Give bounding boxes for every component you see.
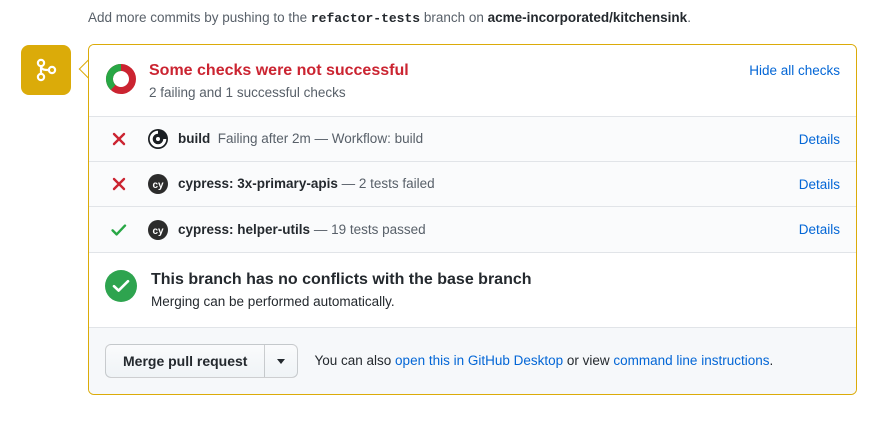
merge-note-middle: or view: [563, 353, 614, 368]
check-row-text: cypress: 3x-primary-apis — 2 tests faile…: [178, 175, 787, 193]
check-description: Failing after 2m — Workflow: build: [217, 131, 424, 146]
cypress-avatar: cy: [148, 174, 168, 194]
check-icon: [111, 223, 127, 237]
commit-hint: Add more commits by pushing to the refac…: [88, 8, 691, 29]
checks-list: build Failing after 2m — Workflow: build…: [89, 116, 856, 252]
merge-pull-request-button[interactable]: Merge pull request: [105, 344, 265, 378]
github-actions-avatar: [148, 129, 168, 149]
details-link[interactable]: Details: [798, 131, 840, 147]
command-line-instructions-link[interactable]: command line instructions: [613, 353, 770, 368]
details-link[interactable]: Details: [798, 222, 840, 237]
hide-all-checks-link[interactable]: Hide all checks: [749, 63, 840, 78]
check-circle-icon: [105, 270, 137, 302]
chevron-down-icon: [277, 358, 286, 364]
merge-footer: Merge pull request You can also open thi…: [89, 327, 856, 394]
check-name: build: [178, 131, 211, 146]
merge-conflict-section: This branch has no conflicts with the ba…: [89, 252, 856, 327]
branch-name: refactor-tests: [310, 11, 421, 26]
check-description: — 2 tests failed: [341, 176, 435, 191]
checks-header: Some checks were not successful 2 failin…: [89, 45, 856, 116]
checks-subtitle: 2 failing and 1 successful checks: [149, 85, 346, 100]
cypress-avatar: cy: [148, 219, 168, 240]
merge-note-prefix: You can also: [314, 353, 396, 368]
svg-text:cy: cy: [152, 180, 164, 191]
merge-status-box: Some checks were not successful 2 failin…: [88, 44, 857, 395]
merge-help-note: You can also open this in GitHub Desktop…: [314, 352, 773, 370]
commit-hint-prefix: Add more commits by pushing to the: [88, 10, 311, 25]
merge-button-group: Merge pull request: [105, 344, 299, 378]
check-description: — 19 tests passed: [313, 221, 426, 237]
x-icon: [111, 132, 127, 146]
table-row[interactable]: cy cypress: 3x-primary-apis — 2 tests fa…: [89, 162, 856, 207]
git-branch-icon: [35, 58, 57, 82]
commit-hint-suffix: .: [687, 10, 691, 25]
open-in-github-desktop-link[interactable]: open this in GitHub Desktop: [395, 353, 564, 368]
x-icon: [111, 177, 127, 191]
merge-conflict-subtitle: Merging can be performed automatically.: [151, 294, 395, 309]
timeline-badge: [21, 45, 71, 95]
checks-title: Some checks were not successful: [149, 62, 409, 79]
svg-text:cy: cy: [152, 226, 164, 237]
merge-conflict-text: This branch has no conflicts with the ba…: [151, 269, 532, 311]
check-row-text: build Failing after 2m — Workflow: build: [178, 130, 787, 148]
repository-name: acme-incorporated/kitchensink: [487, 10, 688, 25]
merge-note-suffix: .: [769, 353, 774, 368]
table-row[interactable]: build Failing after 2m — Workflow: build…: [89, 117, 856, 162]
table-row[interactable]: cy cypress: helper-utils — 19 tests pass…: [89, 207, 856, 252]
commit-hint-middle: branch on: [420, 10, 488, 25]
merge-method-dropdown-button[interactable]: [264, 344, 299, 378]
check-name: cypress: helper-utils: [178, 221, 311, 237]
checks-header-text: Some checks were not successful 2 failin…: [149, 61, 749, 102]
check-row-text: cypress: helper-utils — 19 tests passed: [178, 221, 787, 239]
check-name: cypress: 3x-primary-apis: [178, 176, 338, 191]
details-link[interactable]: Details: [798, 176, 840, 192]
partial-failure-donut-icon: [105, 63, 137, 95]
merge-conflict-title: This branch has no conflicts with the ba…: [151, 271, 532, 288]
